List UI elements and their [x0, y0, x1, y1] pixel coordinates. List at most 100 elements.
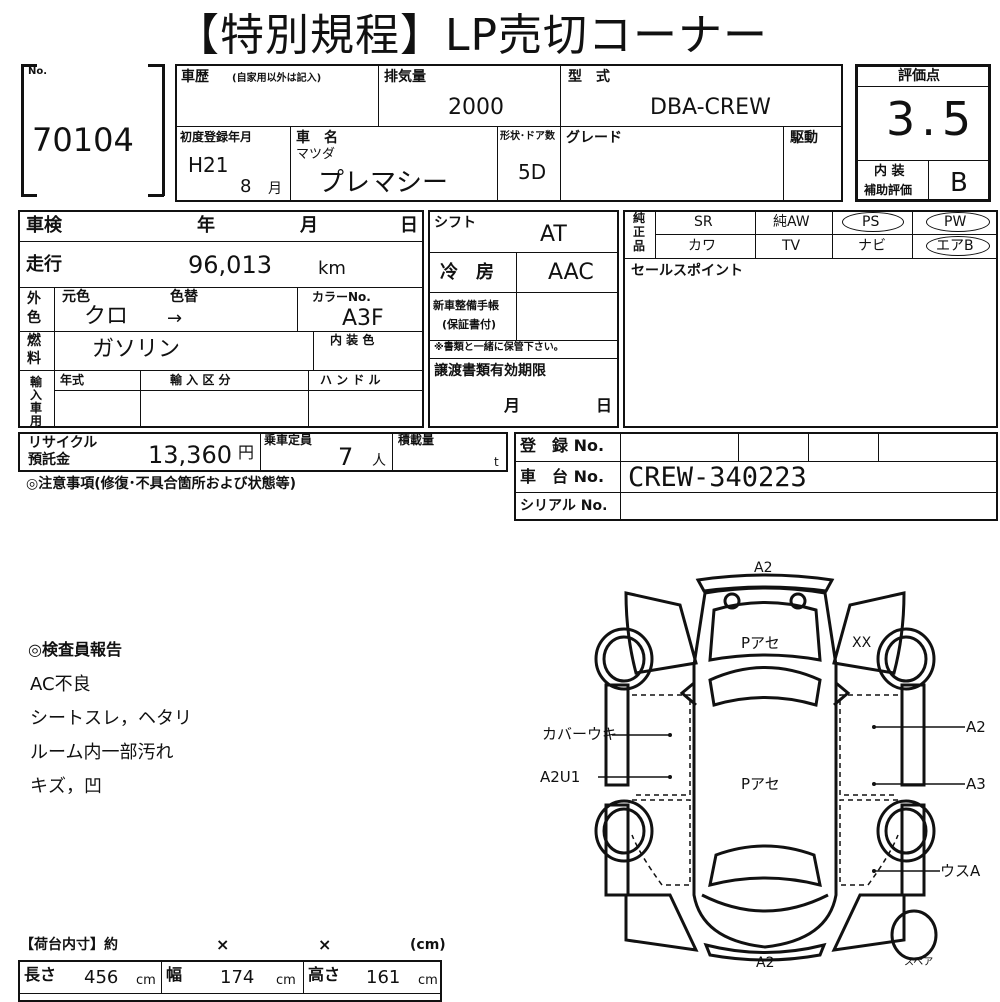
car-name: プレマシー	[318, 168, 449, 198]
load-label: 積載量	[398, 433, 435, 447]
detail-grid-left	[18, 210, 424, 428]
displacement-value: 2000	[448, 95, 504, 120]
interior-rating-value: B	[950, 168, 968, 198]
import-side-label: 輸	[30, 375, 43, 389]
drive-label: 駆動	[790, 130, 818, 146]
model-label: 型 式	[568, 69, 610, 85]
aircon-value: AAC	[548, 260, 594, 285]
sales-point-label: セールスポイント	[631, 263, 743, 279]
import-type-label: 輸 入 区 分	[170, 373, 231, 387]
fuel-side-label-2: 料	[27, 351, 41, 367]
equipment-ps: PS	[862, 214, 880, 230]
equipment-pw-circle	[926, 212, 990, 232]
genuine-side-label-3: 品	[633, 239, 646, 253]
import-side-label-3: 車	[30, 401, 43, 415]
diagram-right-1-label: A2	[966, 718, 986, 736]
color-value: クロ	[84, 304, 129, 329]
color-code-label: カラーNo.	[312, 290, 371, 304]
transfer-month: 月	[504, 396, 521, 415]
interior-rating-label-2: 補助評価	[864, 183, 913, 197]
color-code: A3F	[342, 306, 384, 331]
cargo-times-2: ×	[318, 935, 332, 954]
recycle-label-2: 預託金	[28, 452, 70, 468]
capacity-label: 乗車定員	[264, 433, 313, 447]
equipment-tv: TV	[782, 238, 801, 254]
chassis-label: 車 台 No.	[520, 467, 605, 486]
cargo-length-value: 456	[84, 967, 119, 988]
diagram-front-label: A2	[756, 955, 775, 971]
fuel-side-label: 燃	[27, 333, 41, 349]
cargo-unit-label: (cm)	[410, 937, 446, 953]
report-line: キズ，凹	[30, 776, 102, 797]
cargo-height-label: 高さ	[308, 965, 341, 984]
diagram-left-1-label: カバーウキ	[542, 725, 618, 743]
cargo-height-unit: cm	[418, 973, 438, 988]
equipment-pw: PW	[944, 214, 967, 230]
model-value: DBA-CREW	[650, 95, 771, 120]
shift-label: シフト	[434, 215, 476, 231]
import-side-label-4: 用	[30, 414, 43, 428]
rating-box	[855, 64, 991, 202]
caution-label: ◎注意事項(修復･不具合箇所および状態等)	[26, 476, 297, 492]
mileage-value: 96,013	[188, 251, 272, 279]
load-unit: t	[494, 455, 499, 469]
manual-note: ※書類と一緒に保管下さい。	[434, 342, 564, 353]
diagram-roof-mid-label: Pアセ	[741, 775, 780, 793]
genuine-side-label: 純	[633, 211, 646, 225]
report-line: AC不良	[30, 674, 91, 695]
interior-rating-label: 内 装	[874, 164, 905, 179]
transfer-docs-label: 譲渡書類有効期限	[434, 363, 546, 379]
inspection-year: 年	[197, 215, 215, 236]
equipment-navi: ナビ	[858, 238, 886, 254]
vehicle-info-grid	[175, 64, 843, 202]
color-side-label-2: 色	[27, 310, 41, 326]
diagram-xx-label: XX	[852, 635, 872, 651]
lot-number-label: No.	[28, 66, 48, 77]
page-title: 【特別規程】LP売切コーナー	[175, 10, 769, 61]
manual-label: 新車整備手帳	[433, 299, 499, 312]
original-color-label: 元色	[62, 289, 90, 305]
mileage-label: 走行	[26, 254, 62, 275]
capacity-value: 7	[338, 443, 354, 471]
report-line: ルーム内一部汚れ	[30, 742, 174, 763]
detail-grid-middle	[428, 210, 619, 428]
cargo-width-value: 174	[220, 967, 255, 988]
cargo-height-value: 161	[366, 967, 401, 988]
cargo-width-unit: cm	[276, 973, 296, 988]
displacement-label: 排気量	[384, 69, 426, 85]
equipment-genuine-aw: 純AW	[773, 214, 810, 230]
transfer-day: 日	[596, 396, 613, 415]
lot-number: 70104	[32, 121, 134, 159]
cargo-title: 【荷台内寸】約	[20, 937, 118, 953]
recycle-unit: 円	[238, 443, 255, 462]
history-note: (自家用以外は記入)	[232, 73, 322, 84]
equipment-grid	[623, 210, 998, 428]
inspection-day: 日	[400, 215, 418, 236]
genuine-side-label-2: 正	[633, 225, 646, 239]
color-side-label: 外	[27, 291, 41, 307]
diagram-roof-rear-label: Pアセ	[741, 634, 780, 652]
color-change-label: 色替	[170, 289, 198, 305]
import-year-label: 年式	[60, 373, 85, 387]
inspection-month: 月	[300, 215, 318, 236]
manual-label-2: (保証書付)	[442, 318, 497, 331]
capacity-unit: 人	[372, 453, 386, 469]
shift-value: AT	[540, 222, 567, 247]
diagram-right-2-label: A3	[966, 775, 986, 793]
first-registration-month: 8	[240, 176, 252, 197]
interior-color-label: 内 装 色	[330, 333, 375, 347]
cargo-width-label: 幅	[166, 965, 183, 984]
first-registration-month-unit: 月	[268, 181, 282, 197]
equipment-airbag: エアB	[936, 238, 974, 254]
report-line: シートスレ，ヘタリ	[30, 708, 192, 729]
rating-label: 評価点	[898, 68, 940, 84]
cargo-times-1: ×	[216, 935, 230, 954]
first-registration-label: 初度登録年月	[180, 130, 253, 144]
inspector-report-title: ◎検査員報告	[28, 640, 122, 659]
history-label: 車歴	[181, 69, 209, 85]
recycle-row	[18, 432, 508, 472]
diagram-left-2-label: A2U1	[540, 768, 581, 786]
recycle-value: 13,360	[148, 441, 232, 469]
equipment-ps-circle	[842, 212, 904, 232]
registration-label: 登 録 No.	[520, 436, 605, 455]
